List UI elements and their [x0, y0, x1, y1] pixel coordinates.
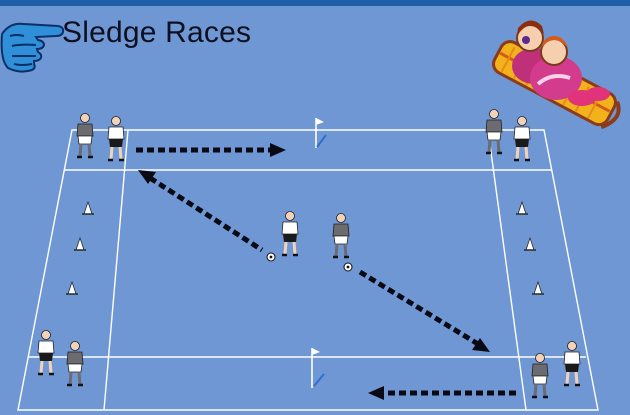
- soccer-ball-icon: [267, 253, 275, 261]
- player-figure-icon: [77, 114, 93, 158]
- player-figure-icon: [282, 212, 298, 256]
- soccer-ball-icon: [344, 263, 352, 271]
- cone-icon: [524, 238, 536, 250]
- player-figure-icon: [67, 342, 83, 386]
- player-figure-icon: [38, 331, 54, 375]
- player-figure-icon: [486, 110, 502, 154]
- player-figure-icon: [514, 117, 530, 161]
- player-figure-icon: [333, 214, 349, 258]
- left-inner-line: [104, 130, 128, 410]
- arrow-head: [270, 143, 286, 157]
- arrow-diagonal-upper: [150, 178, 262, 250]
- cone-icon: [74, 238, 86, 250]
- cone-icon: [82, 202, 94, 214]
- player-figure-icon: [532, 354, 548, 398]
- arrow-head: [368, 386, 384, 400]
- corner-flag-icon: [316, 118, 326, 148]
- cone-icon: [66, 282, 78, 294]
- player-figure-icon: [564, 342, 580, 386]
- corner-flag-icon: [312, 348, 324, 388]
- player-figure-icon: [108, 117, 124, 161]
- pitch-outline: [18, 130, 598, 410]
- cone-icon: [532, 282, 544, 294]
- arrow-diagonal-lower: [360, 272, 478, 344]
- cone-icon: [516, 202, 528, 214]
- pitch-lines: [18, 130, 598, 410]
- right-inner-line: [488, 130, 526, 410]
